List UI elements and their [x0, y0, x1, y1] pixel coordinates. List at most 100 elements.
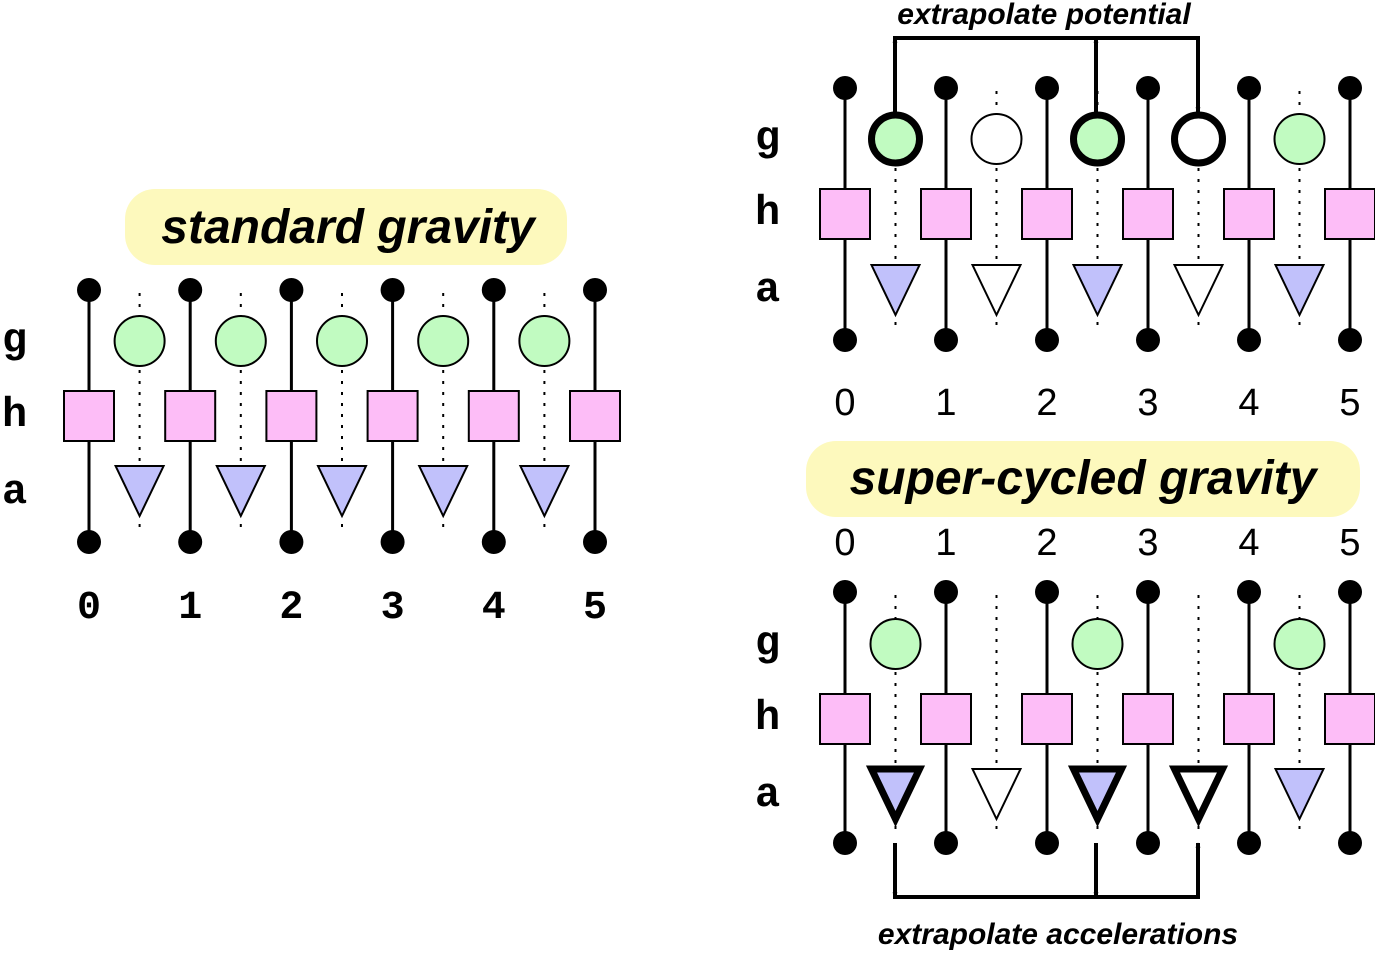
g-circle: [868, 111, 923, 167]
step-number-5: 5: [1339, 522, 1360, 564]
accel-label-h: h: [755, 694, 780, 742]
start-dot: [833, 580, 857, 604]
step-number-3: 3: [1137, 522, 1158, 564]
step-number-5: 5: [583, 586, 607, 631]
step-number-1: 1: [178, 586, 202, 631]
time-unit-4: [1223, 76, 1275, 352]
g-circle: [1273, 618, 1326, 670]
start-dot: [1035, 76, 1059, 100]
end-dot: [1035, 328, 1059, 352]
standard-label-g: g: [2, 317, 27, 365]
end-dot: [1338, 831, 1362, 855]
standard-label-h: h: [2, 391, 27, 439]
end-dot: [1136, 831, 1160, 855]
h-square: [467, 390, 520, 442]
end-dot: [279, 530, 304, 554]
start-dot: [1237, 76, 1261, 100]
h-square: [1324, 188, 1375, 240]
a-triangle: [417, 465, 469, 519]
potential-label-h: h: [755, 189, 780, 237]
g-circle: [970, 113, 1023, 165]
a-triangle: [1273, 768, 1326, 822]
a-triangle: [1067, 765, 1128, 828]
step-number-0: 0: [834, 382, 855, 424]
accel-units: [819, 580, 1375, 855]
h-square: [1223, 693, 1275, 745]
end-dot: [1237, 328, 1261, 352]
a-triangle: [518, 465, 570, 519]
time-unit-0: [819, 580, 871, 855]
g-circle: [869, 618, 922, 670]
start-dot: [934, 76, 958, 100]
h-square: [1223, 188, 1275, 240]
midpoint-1: [970, 91, 1023, 330]
h-square: [1021, 188, 1073, 240]
time-unit-3: [366, 278, 419, 554]
time-unit-5: [1324, 580, 1375, 855]
standard-title: standard gravity: [161, 201, 537, 254]
a-triangle: [1172, 264, 1225, 318]
midpoint-0: [865, 595, 926, 833]
time-unit-0: [63, 278, 115, 554]
supercycled-title-group: super-cycled gravity: [806, 441, 1360, 517]
h-square: [1324, 693, 1375, 745]
time-unit-1: [164, 278, 217, 554]
end-dot: [1237, 831, 1261, 855]
step-number-2: 2: [1036, 382, 1057, 424]
start-dot: [77, 278, 101, 302]
time-unit-2: [1021, 580, 1073, 855]
end-dot: [833, 328, 857, 352]
start-dot: [1136, 76, 1160, 100]
step-number-0: 0: [834, 522, 855, 564]
start-dot: [178, 278, 203, 302]
h-square: [265, 390, 318, 442]
a-triangle: [970, 264, 1023, 318]
h-square: [164, 390, 217, 442]
time-unit-5: [569, 278, 621, 554]
step-number-2: 2: [279, 586, 303, 631]
g-circle: [113, 315, 166, 367]
time-unit-1: [920, 580, 972, 855]
a-triangle: [970, 768, 1023, 822]
potential-units: [819, 76, 1375, 352]
g-circle: [518, 315, 571, 367]
midpoint-3: [1168, 595, 1229, 833]
midpoint-2: [316, 293, 368, 532]
midpoint-2: [1067, 595, 1128, 833]
step-number-4: 4: [482, 586, 506, 631]
a-triangle: [215, 465, 267, 519]
g-circle: [1273, 113, 1326, 165]
g-circle: [214, 315, 267, 367]
h-square: [920, 188, 972, 240]
step-number-0: 0: [77, 586, 101, 631]
time-unit-4: [1223, 580, 1275, 855]
start-dot: [833, 76, 857, 100]
end-dot: [583, 530, 607, 554]
end-dot: [934, 831, 958, 855]
h-square: [63, 390, 115, 442]
end-dot: [178, 530, 203, 554]
end-dot: [380, 530, 405, 554]
time-unit-0: [819, 76, 871, 352]
step-number-1: 1: [935, 522, 956, 564]
supercycled-title: super-cycled gravity: [850, 452, 1319, 505]
accel-caption: extrapolate accelerations: [878, 918, 1238, 951]
step-number-5: 5: [1339, 382, 1360, 424]
end-dot: [481, 530, 506, 554]
a-triangle: [869, 264, 922, 318]
start-dot: [934, 580, 958, 604]
g-circle: [316, 315, 368, 367]
supercycled-title-pill: [806, 441, 1360, 517]
h-square: [819, 188, 871, 240]
start-dot: [380, 278, 405, 302]
step-number-2: 2: [1036, 522, 1057, 564]
h-square: [366, 390, 419, 442]
end-dot: [1338, 328, 1362, 352]
potential-bracket: [893, 36, 1200, 40]
midpoint-4: [1273, 595, 1326, 833]
